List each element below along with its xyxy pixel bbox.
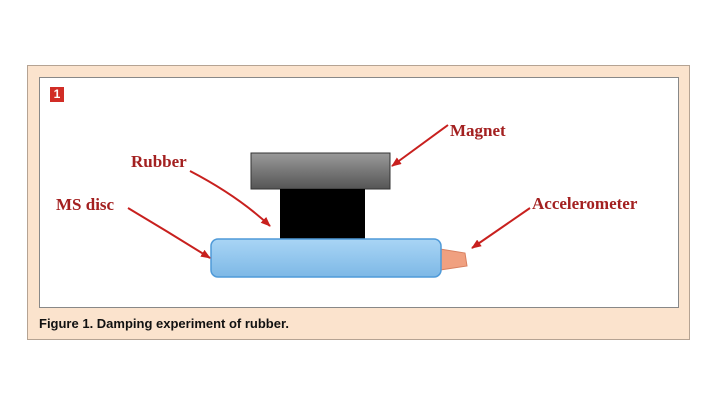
diagram-canvas: Magnet Rubber MS disc Accelerometer 1: [39, 77, 679, 308]
label-magnet: Magnet: [450, 121, 506, 140]
figure-caption: Figure 1. Damping experiment of rubber.: [39, 316, 289, 331]
figure-panel: Magnet Rubber MS disc Accelerometer 1 Fi…: [27, 65, 690, 340]
arrow-ms-disc: [127, 207, 211, 259]
label-rubber: Rubber: [131, 152, 187, 171]
arrow-rubber: [189, 170, 271, 227]
rubber-block: [280, 189, 365, 239]
label-ms-disc: MS disc: [56, 195, 115, 214]
label-accelerometer: Accelerometer: [532, 194, 638, 213]
arrow-magnet: [391, 124, 449, 167]
magnet-block: [250, 152, 391, 190]
accelerometer-sensor: [439, 248, 468, 271]
arrow-accelerometer: [471, 207, 531, 249]
diagram-svg: Magnet Rubber MS disc Accelerometer: [56, 121, 638, 278]
figure-number-badge: 1: [50, 87, 64, 102]
ms-disc: [210, 238, 442, 278]
